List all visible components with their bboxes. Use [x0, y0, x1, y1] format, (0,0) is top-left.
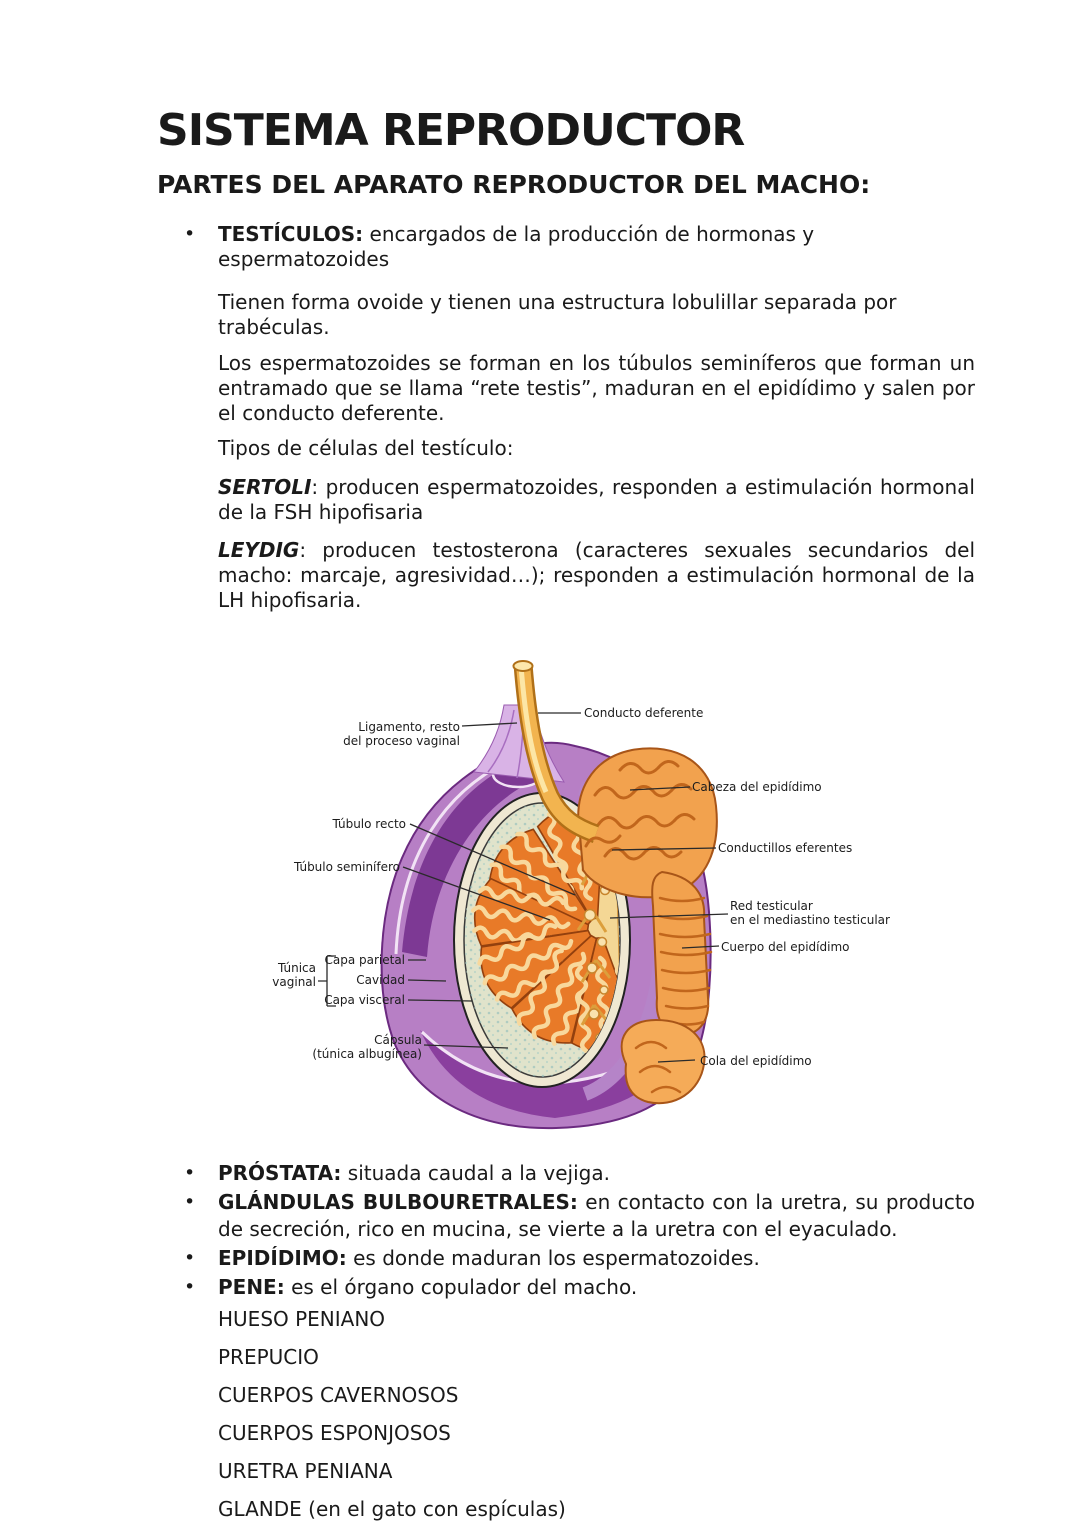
list-item-pene: PENE: es el órgano copulador del macho. — [157, 1274, 975, 1301]
label-cabeza-epididimo: Cabeza del epidídimo — [692, 780, 822, 794]
organ-list: PRÓSTATA: situada caudal a la vejiga. GL… — [157, 1160, 975, 1301]
list-item-epididimo: EPIDÍDIMO: es donde maduran los espermat… — [157, 1245, 975, 1272]
paragraph-espermatozoides: Los espermatozoides se forman en los túb… — [218, 351, 975, 425]
label-conductillos-eferentes: Conductillos eferentes — [718, 841, 853, 855]
list-item-prostata: PRÓSTATA: situada caudal a la vejiga. — [157, 1160, 975, 1187]
label-tubulo-seminifero: Túbulo seminífero — [293, 860, 400, 874]
paragraph-tipos: Tipos de células del testículo: — [218, 436, 514, 460]
epididymis-tail — [620, 1018, 706, 1105]
label-capsula: Cápsula(túnica albugínea) — [312, 1033, 422, 1061]
desc-leydig: : producen testosterona (caracteres sexu… — [218, 538, 975, 612]
vas-deferens — [512, 660, 600, 843]
list-item: GLANDE (en el gato con espículas) — [218, 1497, 566, 1521]
tunica-cavity-bottom — [420, 1030, 675, 1118]
pene-parts-list: HUESO PENIANO PREPUCIO CUERPOS CAVERNOSO… — [157, 1307, 975, 1522]
list-item: CUERPOS CAVERNOSOS — [218, 1383, 459, 1407]
paragraph-forma: Tienen forma ovoide y tienen una estruct… — [218, 290, 897, 339]
list-item: PREPUCIO — [218, 1345, 319, 1369]
paragraph-sertoli: SERTOLI: producen espermatozoides, respo… — [218, 475, 975, 525]
desc-testiculos: encargados de la producción de hormonas … — [218, 222, 815, 271]
list-item: URETRA PENIANA — [218, 1459, 393, 1483]
list-item: HUESO PENIANO — [218, 1307, 386, 1331]
desc-sertoli: : producen espermatozoides, responden a … — [218, 475, 975, 524]
paragraph-leydig: LEYDIG: producen testosterona (caractere… — [218, 538, 975, 613]
term-leydig: LEYDIG — [218, 538, 300, 562]
label-tubulo-recto: Túbulo recto — [332, 817, 406, 831]
list-item-glandulas: GLÁNDULAS BULBOURETRALES: en contacto co… — [157, 1189, 975, 1243]
label-cavidad: Cavidad — [356, 973, 405, 987]
term-testiculos: TESTÍCULOS: — [218, 222, 364, 246]
label-cuerpo-epididimo: Cuerpo del epidídimo — [721, 940, 850, 954]
label-conducto-deferente: Conducto deferente — [584, 706, 704, 720]
label-cola-epididimo: Cola del epidídimo — [700, 1054, 812, 1068]
label-capa-parietal: Capa parietal — [324, 953, 405, 967]
list-item: CUERPOS ESPONJOSOS — [218, 1421, 451, 1445]
label-capa-visceral: Capa visceral — [324, 993, 405, 1007]
section-heading: PARTES DEL APARATO REPRODUCTOR DEL MACHO… — [157, 170, 871, 199]
page-title: SISTEMA REPRODUCTOR — [157, 105, 745, 156]
term-sertoli: SERTOLI — [218, 475, 312, 499]
list-item-testiculos: TESTÍCULOS: encargados de la producción … — [157, 222, 975, 272]
